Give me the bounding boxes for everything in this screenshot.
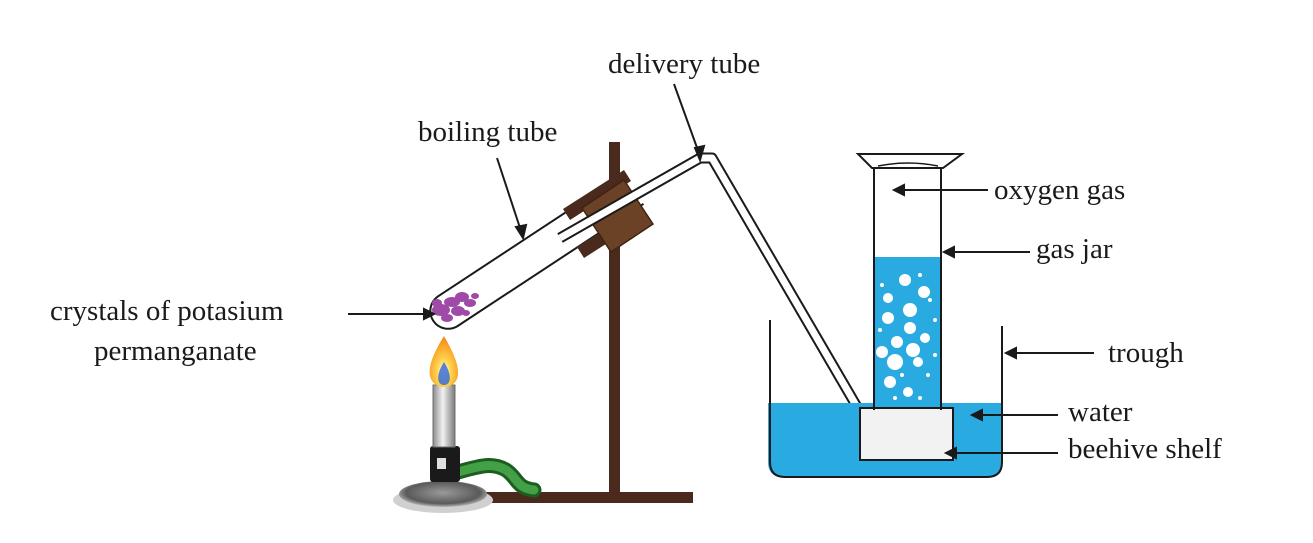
gas-hose-highlight (453, 461, 539, 495)
trough (768, 320, 1003, 478)
label-oxygen-gas: oxygen gas (994, 174, 1125, 206)
leader-lines (348, 83, 1094, 460)
retort-stand (478, 142, 693, 503)
label-beehive-shelf: beehive shelf (1068, 433, 1222, 465)
label-crystals-line1: crystals of potasium (50, 295, 284, 327)
gas-jar (855, 153, 966, 410)
label-boiling-tube: boiling tube (418, 116, 557, 148)
gas-jar-lip-curve (877, 162, 939, 167)
oxygen-bubbles (876, 273, 937, 400)
label-crystals-line2: permanganate (94, 335, 257, 367)
stand-rod (609, 142, 620, 497)
label-gas-jar: gas jar (1036, 233, 1113, 265)
label-trough: trough (1108, 337, 1184, 369)
delivery-tube-inner (558, 154, 864, 414)
label-water: water (1068, 396, 1133, 428)
burner-base (399, 481, 487, 507)
flame-outer (429, 336, 459, 387)
bunsen-burner (393, 336, 542, 513)
delivery-tube (557, 152, 865, 415)
stand-base (478, 492, 693, 503)
label-delivery-tube: delivery tube (608, 48, 760, 80)
potassium-permanganate-crystals (432, 292, 479, 322)
air-hole (437, 458, 446, 469)
burner-barrel (432, 384, 456, 448)
clamp-arm-upper (563, 170, 631, 220)
trough-walls (769, 320, 1003, 478)
gas-jar-lip (855, 153, 966, 169)
flame-inner (438, 362, 450, 385)
beehive-shelf-block (859, 407, 954, 461)
